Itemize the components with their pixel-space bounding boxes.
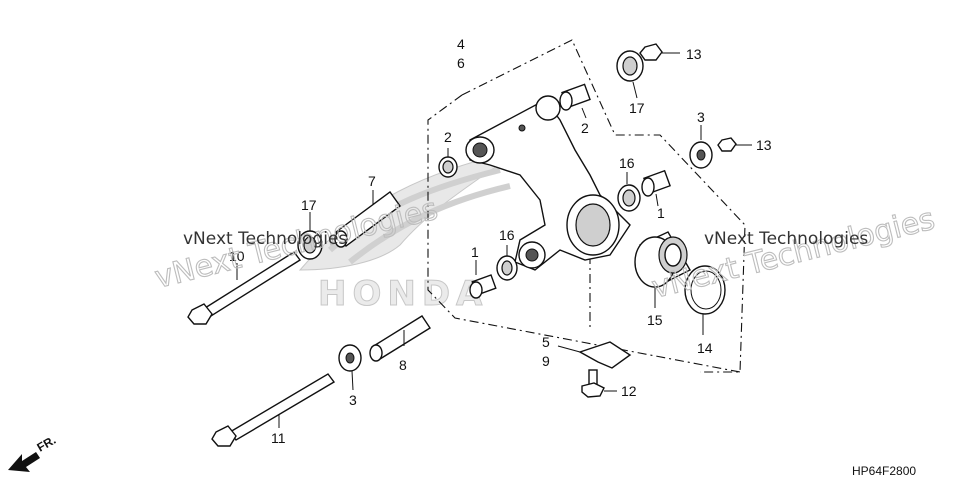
callout-16-left: 16 bbox=[499, 227, 515, 243]
washer-3-left bbox=[338, 344, 362, 391]
honda-logo-text: HONDA bbox=[318, 274, 488, 314]
nut-13-right bbox=[717, 137, 752, 152]
callout-16-right: 16 bbox=[619, 155, 635, 171]
watermark-left: vNext Technologies bbox=[183, 229, 347, 249]
collar-2-left bbox=[438, 148, 458, 178]
bearing-16-right bbox=[617, 172, 641, 212]
watermark-outline-right: vNext Technologies bbox=[648, 202, 938, 306]
washer-3-right bbox=[689, 125, 713, 169]
collar-2-top bbox=[559, 83, 591, 119]
callout-6: 6 bbox=[457, 55, 465, 71]
bolt-11 bbox=[211, 373, 336, 447]
callout-15: 15 bbox=[647, 312, 663, 328]
callout-3-left: 3 bbox=[349, 392, 357, 408]
seal-17-left bbox=[297, 212, 323, 260]
bracket-5-9 bbox=[557, 341, 632, 369]
part-callouts: 4 6 13 17 2 2 3 13 16 1 7 17 10 16 1 15 … bbox=[229, 36, 772, 446]
callout-17-top: 17 bbox=[629, 100, 645, 116]
bolt-10 bbox=[187, 251, 302, 325]
collar-1-left bbox=[469, 260, 497, 299]
watermark-right: vNext Technologies bbox=[704, 229, 868, 249]
seal-17-top bbox=[616, 50, 644, 99]
callout-13-top: 13 bbox=[686, 46, 702, 62]
callout-1-left: 1 bbox=[471, 244, 479, 260]
swing-arm bbox=[465, 95, 631, 271]
pipe-8 bbox=[369, 315, 431, 362]
circlip-14 bbox=[684, 265, 726, 335]
callout-4: 4 bbox=[457, 36, 465, 52]
diagram-code: HP64F2800 bbox=[852, 464, 916, 478]
pipe-7 bbox=[334, 190, 401, 248]
callout-11: 11 bbox=[271, 430, 286, 446]
nut-13-top bbox=[639, 43, 680, 61]
callout-2-left: 2 bbox=[444, 129, 452, 145]
collar-1-right bbox=[641, 169, 671, 207]
front-direction-arrow: FR. bbox=[8, 433, 58, 472]
callout-7: 7 bbox=[368, 173, 376, 189]
callout-5: 5 bbox=[542, 334, 550, 350]
callout-10: 10 bbox=[229, 248, 245, 264]
callout-1-right: 1 bbox=[657, 205, 665, 221]
bearing-15 bbox=[634, 231, 691, 308]
callout-8: 8 bbox=[399, 357, 407, 373]
callout-3-right: 3 bbox=[697, 109, 705, 125]
bolt-12 bbox=[581, 369, 617, 398]
front-direction-label: FR. bbox=[35, 433, 59, 455]
assembly-boundary bbox=[427, 39, 746, 373]
bearing-16-left bbox=[496, 245, 518, 281]
callout-13-right: 13 bbox=[756, 137, 772, 153]
callout-12: 12 bbox=[621, 383, 637, 399]
callout-14: 14 bbox=[697, 340, 713, 356]
callout-17-left: 17 bbox=[301, 197, 317, 213]
callout-2-top: 2 bbox=[581, 120, 589, 136]
callout-9: 9 bbox=[542, 353, 550, 369]
